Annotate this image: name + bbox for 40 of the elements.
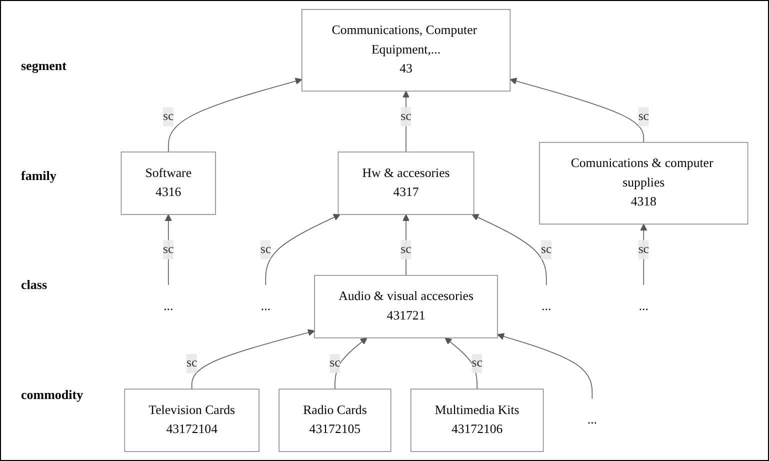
- node-box: Radio Cards 43172105: [278, 388, 392, 452]
- edge-label: sc: [638, 110, 649, 124]
- edge-label: sc: [541, 242, 552, 256]
- arrow: [444, 338, 478, 390]
- edge-label: sc: [163, 110, 174, 124]
- node-box: Audio & visual accesories 431721: [314, 274, 498, 338]
- node-text: ...: [638, 299, 648, 314]
- arrow: [168, 78, 302, 152]
- arrow: [402, 214, 410, 276]
- arrow: [640, 224, 648, 286]
- node-text: ...: [587, 413, 597, 427]
- edge-label: sc: [186, 356, 198, 370]
- edge-label: sc: [330, 356, 340, 370]
- node-box: Multimedia Kits 43172106: [410, 388, 544, 452]
- edge-label: sc: [472, 356, 482, 370]
- edge-label: sc: [400, 242, 412, 256]
- edge-label: sc: [163, 242, 174, 256]
- level-label: class: [21, 277, 48, 294]
- arrow: [472, 214, 547, 286]
- level-label: family: [21, 168, 58, 184]
- node-box: Software 4316: [120, 152, 216, 215]
- arrow: [334, 338, 368, 390]
- arrow: [164, 214, 172, 286]
- node-text: ...: [164, 299, 174, 314]
- node-box: Communications, Computer Equipment,... 43: [301, 9, 511, 92]
- node-box: Hw & accesories 4317: [338, 152, 474, 215]
- arrow: [191, 329, 315, 390]
- level-label: commodity: [21, 387, 84, 404]
- level-label: segment: [21, 58, 68, 74]
- arrow: [265, 214, 340, 286]
- arrow: [497, 333, 593, 400]
- edge-label: sc: [638, 242, 649, 256]
- edge-label: sc: [260, 242, 272, 256]
- arrow: [510, 78, 644, 143]
- node-text: ...: [260, 299, 270, 314]
- arrow: [402, 90, 410, 152]
- node-text: ...: [542, 299, 552, 314]
- node-box: Comunications & computer supplies 4318: [539, 142, 748, 224]
- edge-label: sc: [400, 110, 412, 124]
- node-box: Television Cards 43172104: [124, 388, 260, 452]
